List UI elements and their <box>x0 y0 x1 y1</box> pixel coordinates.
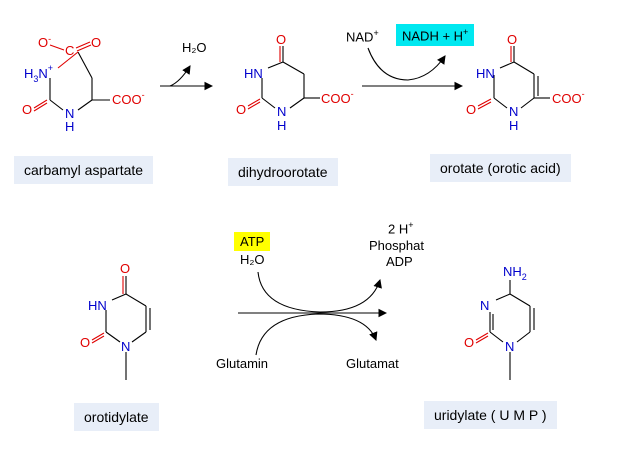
nitrogen-atom: N <box>277 104 286 119</box>
adp-label: ADP <box>386 254 413 269</box>
water-label: H₂O <box>182 40 207 55</box>
carbamyl-aspartate-label: carbamyl aspartate <box>14 156 154 184</box>
carboxylate-group: COO- <box>552 89 585 106</box>
reaction1-arrow <box>160 65 214 91</box>
carbon-atom: C <box>65 43 74 58</box>
orotate-structure: O HN O N H COO- <box>466 32 585 133</box>
uridylate-label: uridylate ( U M P ) <box>424 401 557 429</box>
carboxylate-group: COO- <box>112 90 145 107</box>
oxygen-atom: O <box>22 102 32 117</box>
atp-highlight: ATP <box>234 232 271 251</box>
hydrogen-atom: H <box>277 118 286 133</box>
dihydroorotate-structure: O HN O N H COO- <box>236 32 354 133</box>
uridylate-structure: NH2 N O N <box>464 264 535 380</box>
oxygen-atom: O- <box>38 34 51 50</box>
water-label: H₂O <box>240 252 265 267</box>
ammonium-group: H3N+ <box>24 63 53 84</box>
nadh-highlight: NADH + H+ <box>396 24 475 47</box>
glutamat-label: Glutamat <box>346 356 399 371</box>
oxygen-atom: O <box>507 32 517 47</box>
amino-group: NH2 <box>503 264 527 282</box>
reaction2-arrow <box>362 47 464 91</box>
hydrogen-atom: H <box>509 118 518 133</box>
hydrogen-atom: H <box>65 119 74 134</box>
oxygen-atom: O <box>466 102 476 117</box>
orotate-label: orotate (orotic acid) <box>430 154 571 182</box>
nitrogen-atom: N <box>121 339 130 354</box>
carbamyl-aspartate-structure: O- C O H3N+ O N H COO- <box>22 34 145 134</box>
hn-group: HN <box>244 66 263 81</box>
oxygen-atom: O <box>120 261 130 276</box>
nitrogen-atom: N <box>480 298 489 313</box>
nitrogen-atom: N <box>65 106 74 121</box>
protons-label: 2 H+ <box>388 220 414 237</box>
dihydroorotate-label: dihydroorotate <box>228 158 338 186</box>
oxygen-atom: O <box>236 102 246 117</box>
oxygen-atom: O <box>80 335 90 350</box>
hn-group: HN <box>88 298 107 313</box>
carboxylate-group: COO- <box>321 89 354 106</box>
hn-group: HN <box>476 66 495 81</box>
nitrogen-atom: N <box>505 339 514 354</box>
phosphat-label: Phosphat <box>369 238 424 253</box>
reaction3-arrow <box>238 271 388 356</box>
oxygen-atom: O <box>464 335 474 350</box>
nitrogen-atom: N <box>509 104 518 119</box>
nad-label: NAD+ <box>346 28 379 45</box>
glutamin-label: Glutamin <box>216 356 269 371</box>
oxygen-atom: O <box>91 35 101 50</box>
oxygen-atom: O <box>276 32 286 47</box>
orotidylate-label: orotidylate <box>74 403 159 431</box>
orotidylate-structure: O HN O N <box>80 261 151 380</box>
